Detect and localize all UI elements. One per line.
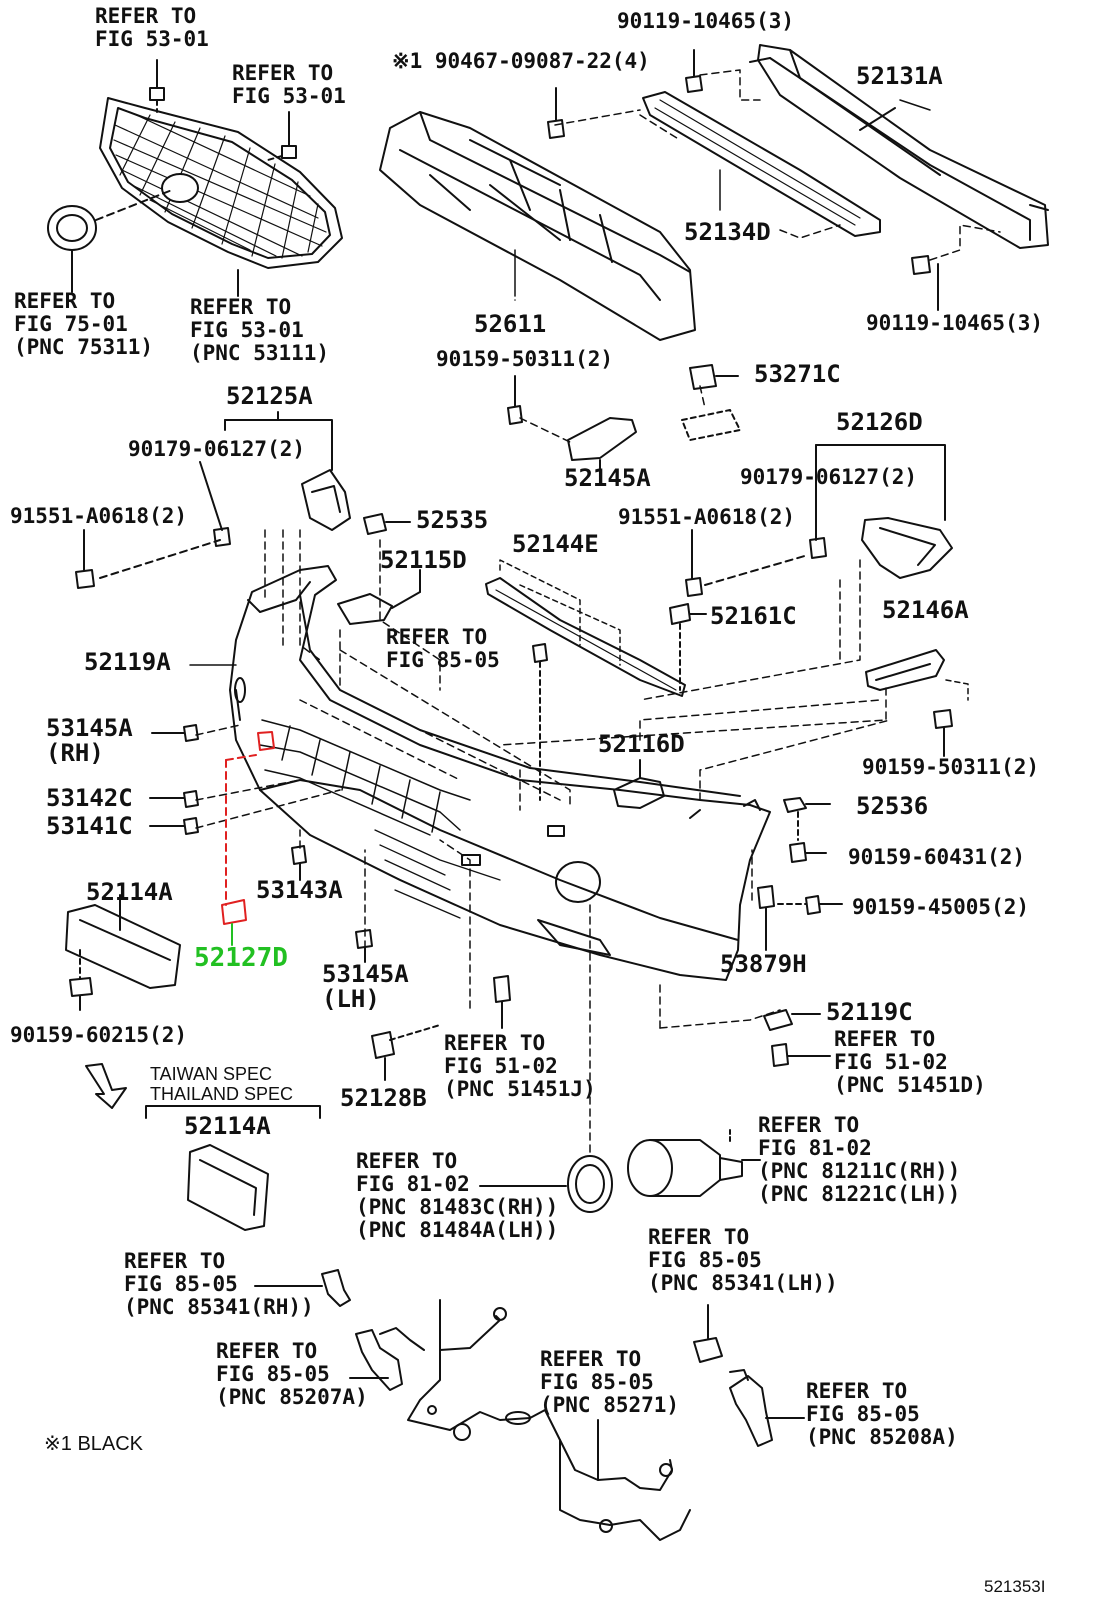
label-clip-52161c: 52161C: [710, 602, 797, 630]
label-plate-spec: 52114A: [184, 1112, 271, 1140]
label-bracket-52146a: 52146A: [882, 596, 969, 624]
label-diagram-code: 521353I: [984, 1577, 1046, 1596]
sensor-lh-shape: [693, 1304, 723, 1363]
bracket-52115d-shape: [337, 569, 421, 625]
clip-52119c-shape: [763, 1009, 831, 1067]
label-beam-main: 52131A: [856, 62, 943, 90]
label-clip-52535: 52535: [416, 506, 489, 534]
bracket-52125a-shape: [75, 411, 351, 589]
label-screw-45005: 90159-45005(2): [852, 895, 1030, 919]
absorber-52611-shape: [379, 111, 696, 341]
sensor-85208a-shape: [729, 1369, 805, 1447]
label-bracket-52115d: 52115D: [380, 546, 467, 574]
label-bolt-right-upper: 90179-06127(2): [740, 465, 918, 489]
clip-52535-shape: [363, 513, 411, 535]
label-bracket-center: 52145A: [564, 464, 651, 492]
label-bolt-left-lower: 91551-A0618(2): [10, 504, 188, 528]
label-clip-52119c: 52119C: [826, 998, 913, 1026]
clip-52161c-shape: [669, 603, 707, 691]
plate-52114a-shape: [65, 894, 181, 1011]
wire-harness-shape: [407, 1299, 691, 1541]
top-bolts: [507, 49, 939, 425]
grille-shape: [99, 97, 343, 269]
label-bolt-right: 90119-10465(3): [866, 311, 1044, 335]
plate-spec-shape: [187, 1144, 269, 1231]
label-bracket-right-grp: 52126D: [836, 408, 923, 436]
strip-52144e-shape: [485, 559, 686, 697]
label-clip-53879h: 53879H: [720, 950, 807, 978]
label-highlight-52127d: 52127D: [194, 943, 288, 973]
label-note-black: ※1 BLACK: [44, 1433, 144, 1455]
bumper-cover-shape: [229, 565, 891, 981]
label-bracket-left-grp: 52125A: [226, 382, 313, 410]
spec-arrow: [85, 1063, 321, 1119]
label-leaders: [71, 99, 931, 666]
highlight-52127d-shape: [221, 731, 275, 925]
label-strip-52144e: 52144E: [512, 530, 599, 558]
bracket-52146a-shape: [499, 649, 969, 757]
left-clips: [149, 724, 373, 963]
label-clip-53142c: 53142C: [46, 784, 133, 812]
sensor-rh-shape: [254, 1269, 351, 1307]
label-clip-53145a-lh: 53145A(LH): [322, 960, 409, 1013]
label-top-bolt-a: 90119-10465(3): [617, 9, 795, 33]
label-clip-52536: 52536: [856, 792, 929, 820]
nut-53271c-shape: [681, 364, 741, 441]
top-leader-lines: [519, 69, 1001, 443]
fog-lamp-shape: [627, 1129, 761, 1197]
label-beam-strip: 52134D: [684, 218, 771, 246]
bolt-51-02-center: [493, 975, 511, 1029]
bolt-85-05-shape: [532, 643, 548, 801]
bracket-52116d-shape: [613, 759, 665, 809]
label-clip-53143a: 53143A: [256, 876, 343, 904]
label-nut-clip: 53271C: [754, 360, 841, 388]
label-bolt-left-upper: 90179-06127(2): [128, 437, 306, 461]
label-screw-60431: 90159-60431(2): [848, 845, 1026, 869]
label-absorber: 52611: [474, 310, 547, 338]
bracket-52128b-shape: [371, 1024, 441, 1081]
strip-52134d-shape: [642, 91, 881, 237]
label-plate-52114a: 52114A: [86, 878, 173, 906]
emblem-shape: [47, 189, 239, 297]
label-bracket-52128b: 52128B: [340, 1084, 427, 1112]
bracket-52126d-shape: [685, 444, 953, 597]
label-clip-53141c: 53141C: [46, 812, 133, 840]
label-screw-right-mid: 90159-50311(2): [862, 755, 1040, 779]
label-cover-52119a: 52119A: [84, 648, 171, 676]
label-bracket-52116d: 52116D: [598, 730, 685, 758]
reinforcement-beam-shape: [749, 44, 1049, 249]
label-clip-53145a-rh: 53145A(RH): [46, 714, 133, 767]
label-top-clip-note: ※1 90467-09087-22(4): [392, 49, 650, 73]
label-bolt-right-lower: 91551-A0618(2): [618, 505, 796, 529]
sensor-85207a-shape: [349, 1327, 425, 1391]
label-screw-60215: 90159-60215(2): [10, 1023, 188, 1047]
fog-lamp-bezel-shape: [479, 904, 613, 1213]
grille-clips: [149, 59, 297, 161]
label-screw-center: 90159-50311(2): [436, 347, 614, 371]
right-clips: [757, 797, 843, 951]
bracket-52145a-shape: [567, 417, 637, 479]
